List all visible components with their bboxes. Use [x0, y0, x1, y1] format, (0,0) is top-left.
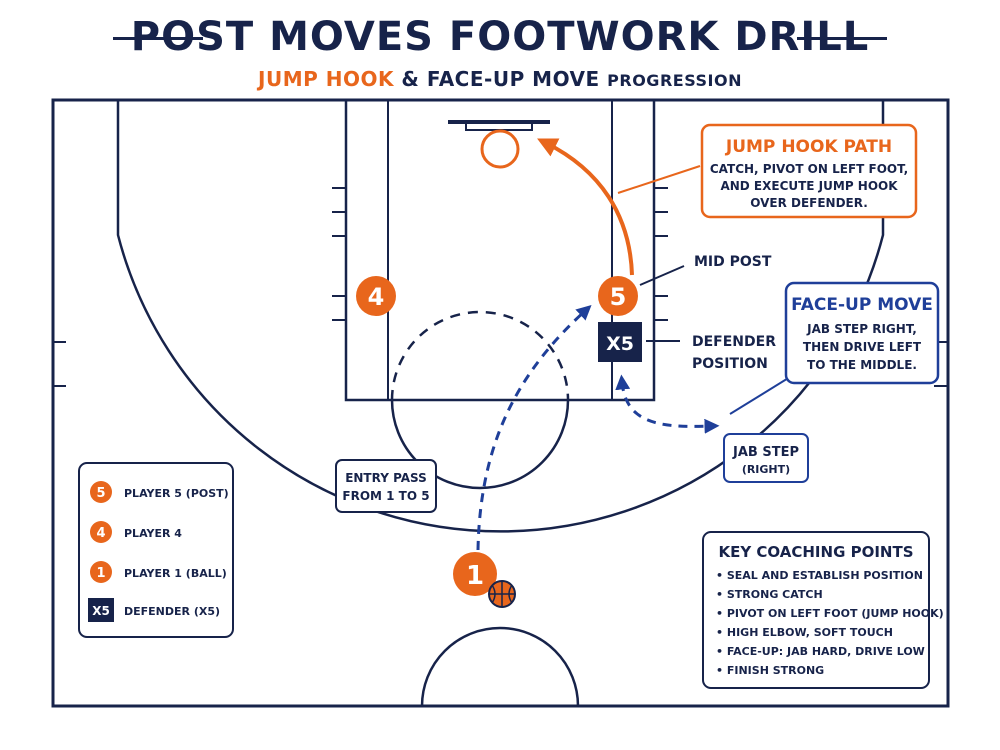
coaching-title: KEY COACHING POINTS	[718, 543, 913, 561]
jab-step-label-1: JAB STEP	[732, 445, 799, 460]
jump-hook-connector	[617, 165, 701, 194]
defender-position-label-1: DEFENDER	[692, 334, 776, 350]
jump-hook-callout: JUMP HOOK PATH CATCH, PIVOT ON LEFT FOOT…	[700, 123, 918, 219]
legend-marker-x5-text: X5	[92, 604, 110, 618]
legend-text-player-4: PLAYER 4	[124, 527, 182, 540]
face-up-move-arrow	[615, 374, 720, 434]
entry-pass-arrow	[476, 304, 592, 551]
legend: 5 PLAYER 5 (POST) 4 PLAYER 4 1 PLAYER 1 …	[78, 462, 234, 638]
player-5-marker[interactable]: 5	[598, 276, 638, 316]
free-throw-arc-dashed	[390, 310, 570, 401]
face-up-callout: FACE-UP MOVE JAB STEP RIGHT, THEN DRIVE …	[784, 281, 940, 385]
mid-post-label: MID POST	[694, 254, 772, 270]
legend-text-player-5: PLAYER 5 (POST)	[124, 487, 229, 500]
mid-post-connector	[639, 265, 685, 286]
page-title: POST MOVES FOOTWORK DRILL	[130, 14, 870, 60]
page-subtitle: JUMP HOOK & FACE-UP MOVE PROGRESSION	[0, 66, 1000, 94]
player-5-label: 5	[610, 283, 627, 311]
coaching-point-1: • SEAL AND ESTABLISH POSITION	[716, 569, 923, 582]
jump-hook-path-arrow	[537, 138, 634, 276]
face-up-connector	[729, 376, 791, 415]
lane-hash-marks	[332, 187, 668, 321]
header: POST MOVES FOOTWORK DRILL JUMP HOOK & FA…	[0, 6, 1000, 96]
face-up-line-2: THEN DRIVE LEFT	[803, 340, 922, 354]
player-4-label: 4	[368, 283, 385, 311]
entry-pass-label-1: ENTRY PASS	[345, 471, 427, 485]
basketball-icon	[488, 580, 516, 608]
jump-hook-title: JUMP HOOK PATH	[725, 137, 892, 157]
jump-hook-line-2: AND EXECUTE JUMP HOOK	[720, 179, 898, 193]
title-rule-left	[113, 37, 203, 40]
defender-position-label-2: POSITION	[692, 356, 768, 372]
player-1-marker[interactable]: 1	[453, 552, 497, 596]
title-rule-right	[797, 37, 887, 40]
entry-pass-callout: ENTRY PASS FROM 1 TO 5	[335, 459, 437, 513]
jump-hook-line-3: OVER DEFENDER.	[750, 196, 868, 210]
legend-marker-player-4	[90, 521, 112, 543]
coaching-point-6: • FINISH STRONG	[716, 664, 824, 677]
rim	[480, 129, 520, 169]
coaching-point-4: • HIGH ELBOW, SOFT TOUCH	[716, 626, 893, 639]
coaching-point-2: • STRONG CATCH	[716, 588, 823, 601]
legend-marker-player-5	[90, 481, 112, 503]
entry-pass-label-2: FROM 1 TO 5	[342, 489, 429, 503]
legend-text-defender: DEFENDER (X5)	[124, 605, 220, 618]
coaching-point-5: • FACE-UP: JAB HARD, DRIVE LOW	[716, 645, 925, 658]
legend-marker-5-text: 5	[96, 486, 105, 501]
player-1-label: 1	[466, 561, 484, 591]
face-up-line-1: JAB STEP RIGHT,	[806, 322, 917, 336]
defender-x5-label: X5	[606, 333, 634, 355]
player-4-marker[interactable]: 4	[356, 276, 396, 316]
face-up-line-3: TO THE MIDDLE.	[807, 358, 917, 372]
subtitle-face-up: & FACE-UP MOVE	[393, 67, 608, 91]
legend-marker-4-text: 4	[96, 526, 105, 541]
legend-marker-player-1	[90, 561, 112, 583]
legend-marker-1-text: 1	[96, 566, 105, 581]
coaching-point-3: • PIVOT ON LEFT FOOT (JUMP HOOK)	[716, 607, 944, 620]
coaching-points-panel: KEY COACHING POINTS • SEAL AND ESTABLISH…	[702, 531, 944, 689]
jump-hook-line-1: CATCH, PIVOT ON LEFT FOOT,	[710, 162, 908, 176]
free-throw-arc-solid	[390, 399, 570, 490]
lane-outer	[344, 98, 656, 402]
legend-marker-defender	[88, 598, 114, 622]
jab-step-label-2: (RIGHT)	[742, 463, 790, 476]
subtitle-jump-hook: JUMP HOOK	[258, 67, 394, 91]
defender-x5-marker[interactable]: X5	[598, 322, 642, 362]
center-circle-arc	[420, 626, 580, 707]
jab-step-callout: JAB STEP (RIGHT)	[723, 433, 809, 483]
face-up-title: FACE-UP MOVE	[791, 295, 933, 315]
legend-text-player-1: PLAYER 1 (BALL)	[124, 567, 227, 580]
subtitle-progression: PROGRESSION	[607, 71, 742, 90]
